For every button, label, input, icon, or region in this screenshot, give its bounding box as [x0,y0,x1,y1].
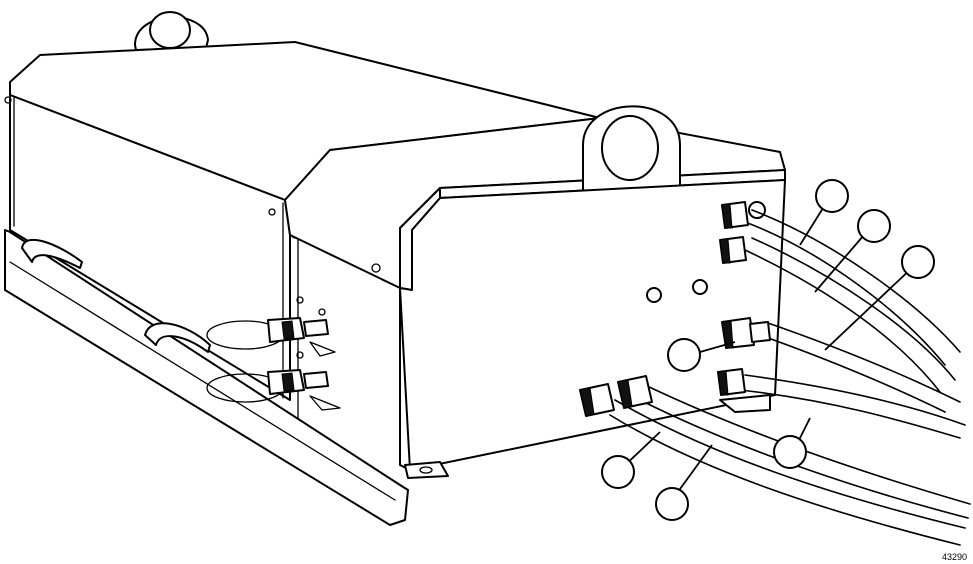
rear-lifting-eye [134,11,209,51]
callout-1 [815,179,849,213]
callout-4 [667,338,701,372]
callouts [601,179,935,521]
callout-3 [901,245,935,279]
skid-rail [4,229,409,526]
hose-fittings [579,201,771,417]
tank-left-body [4,41,601,421]
callout-7 [655,487,689,521]
figure-id-label: 43290 [941,552,967,562]
callout-6 [601,455,635,489]
hoses [609,209,971,546]
tank-front-face [399,179,786,479]
callout-5 [773,435,807,469]
callout-2 [857,209,891,243]
side-fittings [206,308,341,411]
